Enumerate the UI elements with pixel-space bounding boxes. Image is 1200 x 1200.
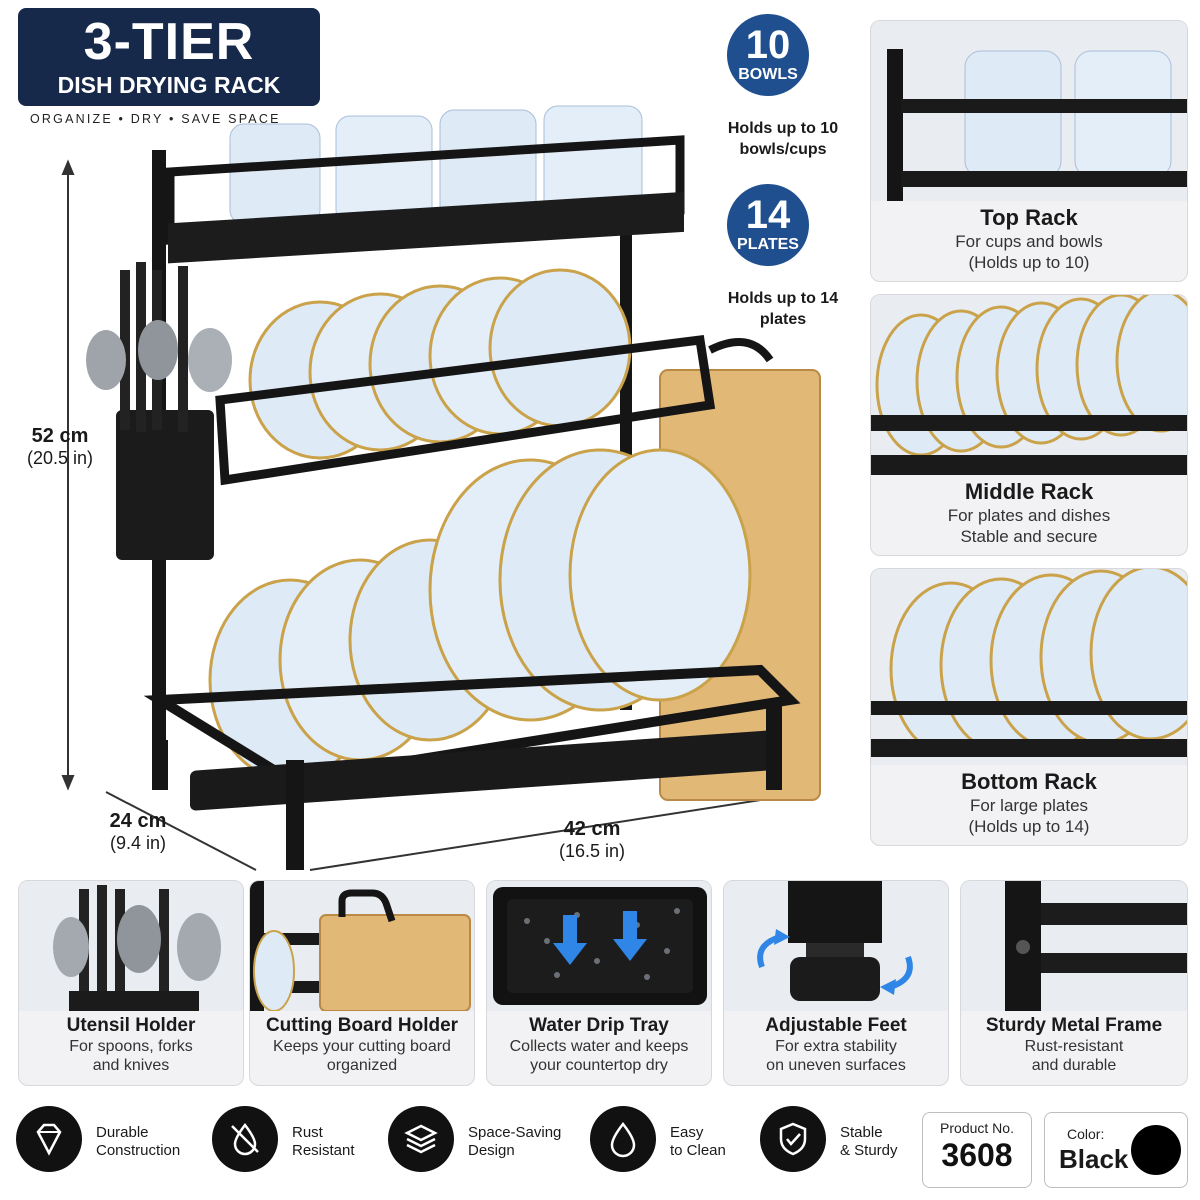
color-swatch <box>1131 1125 1181 1175</box>
drip-tray-photo <box>487 881 711 1011</box>
feature-adjustable-feet: Adjustable Feet For extra stability on u… <box>723 880 949 1086</box>
color-value: Black <box>1059 1144 1129 1174</box>
top-rack-title: Top Rack <box>980 205 1078 230</box>
water-drop-slash-icon <box>212 1106 278 1172</box>
top-rack-line2: (Holds up to 10) <box>968 253 1090 272</box>
metal-frame-photo <box>961 881 1187 1011</box>
plates-badge: 14 PLATES <box>727 184 809 266</box>
shield-check-icon <box>760 1106 826 1172</box>
drop-icon <box>590 1106 656 1172</box>
color-label: Color: <box>1067 1126 1105 1142</box>
layers-icon <box>388 1106 454 1172</box>
tagline: ORGANIZE • DRY • SAVE SPACE <box>30 112 281 126</box>
middle-rack-card: Middle Rack For plates and dishes Stable… <box>870 294 1188 556</box>
bottom-rack-frame <box>143 664 801 786</box>
height-label: 52 cm (20.5 in) <box>26 425 94 468</box>
feature-water-drip-tray: Water Drip Tray Collects water and keeps… <box>486 880 712 1086</box>
middle-rack-line2: Stable and secure <box>960 527 1098 546</box>
middle-rack-photo <box>871 295 1187 475</box>
title-subtitle: DISH DRYING RACK <box>57 72 281 98</box>
cutting-board-photo <box>250 881 474 1011</box>
color-box: Color: Black <box>1044 1112 1188 1188</box>
bottom-rack-title: Bottom Rack <box>961 769 1097 794</box>
width-label: 42 cm (16.5 in) <box>558 818 626 861</box>
top-rack-line1: For cups and bowls <box>955 232 1103 251</box>
feature-metal-frame: Sturdy Metal Frame Rust-resistant and du… <box>960 880 1188 1086</box>
top-rack-photo <box>871 21 1187 201</box>
product-illustration <box>61 105 821 871</box>
bottom-rack-photo <box>871 569 1187 765</box>
product-number-box: Product No. 3608 <box>922 1112 1032 1188</box>
bowls-caption: Holds up to 10 bowls/cups <box>727 120 839 158</box>
title-main: 3-TIER <box>83 13 255 71</box>
depth-label: 24 cm (9.4 in) <box>109 810 167 853</box>
depth-dimension-line <box>105 791 257 871</box>
bottom-rack-card: Bottom Rack For large plates (Holds up t… <box>870 568 1188 846</box>
width-dimension-line <box>309 791 813 871</box>
middle-rack-plates <box>248 268 632 460</box>
diamond-icon <box>16 1106 82 1172</box>
title-banner: 3-TIER DISH DRYING RACK <box>18 8 320 106</box>
middle-rack-frame <box>215 334 716 486</box>
utensil-holder <box>86 262 232 560</box>
top-rack-card: Top Rack For cups and bowls (Holds up to… <box>870 20 1188 282</box>
feature-utensil-holder: Utensil Holder For spoons, forks and kni… <box>18 880 244 1086</box>
top-rack-bowls <box>229 105 643 225</box>
product-number-label: Product No. <box>940 1120 1014 1136</box>
down-arrow-icon <box>553 911 647 965</box>
height-dimension-line <box>61 159 75 791</box>
feature-cutting-board-holder: Cutting Board Holder Keeps your cutting … <box>249 880 475 1086</box>
plates-caption: Holds up to 14 plates <box>727 290 839 328</box>
utensil-holder-photo <box>19 881 243 1011</box>
adjustable-foot-photo <box>724 881 948 1011</box>
bottom-rack-plates <box>208 448 752 782</box>
bowls-badge: 10 BOWLS <box>727 14 809 96</box>
bottom-rack-line2: (Holds up to 14) <box>968 817 1090 836</box>
middle-rack-title: Middle Rack <box>964 479 1094 504</box>
bottom-rack-line1: For large plates <box>969 796 1089 815</box>
middle-rack-line1: For plates and dishes <box>947 506 1111 525</box>
product-number-value: 3608 <box>941 1137 1013 1173</box>
